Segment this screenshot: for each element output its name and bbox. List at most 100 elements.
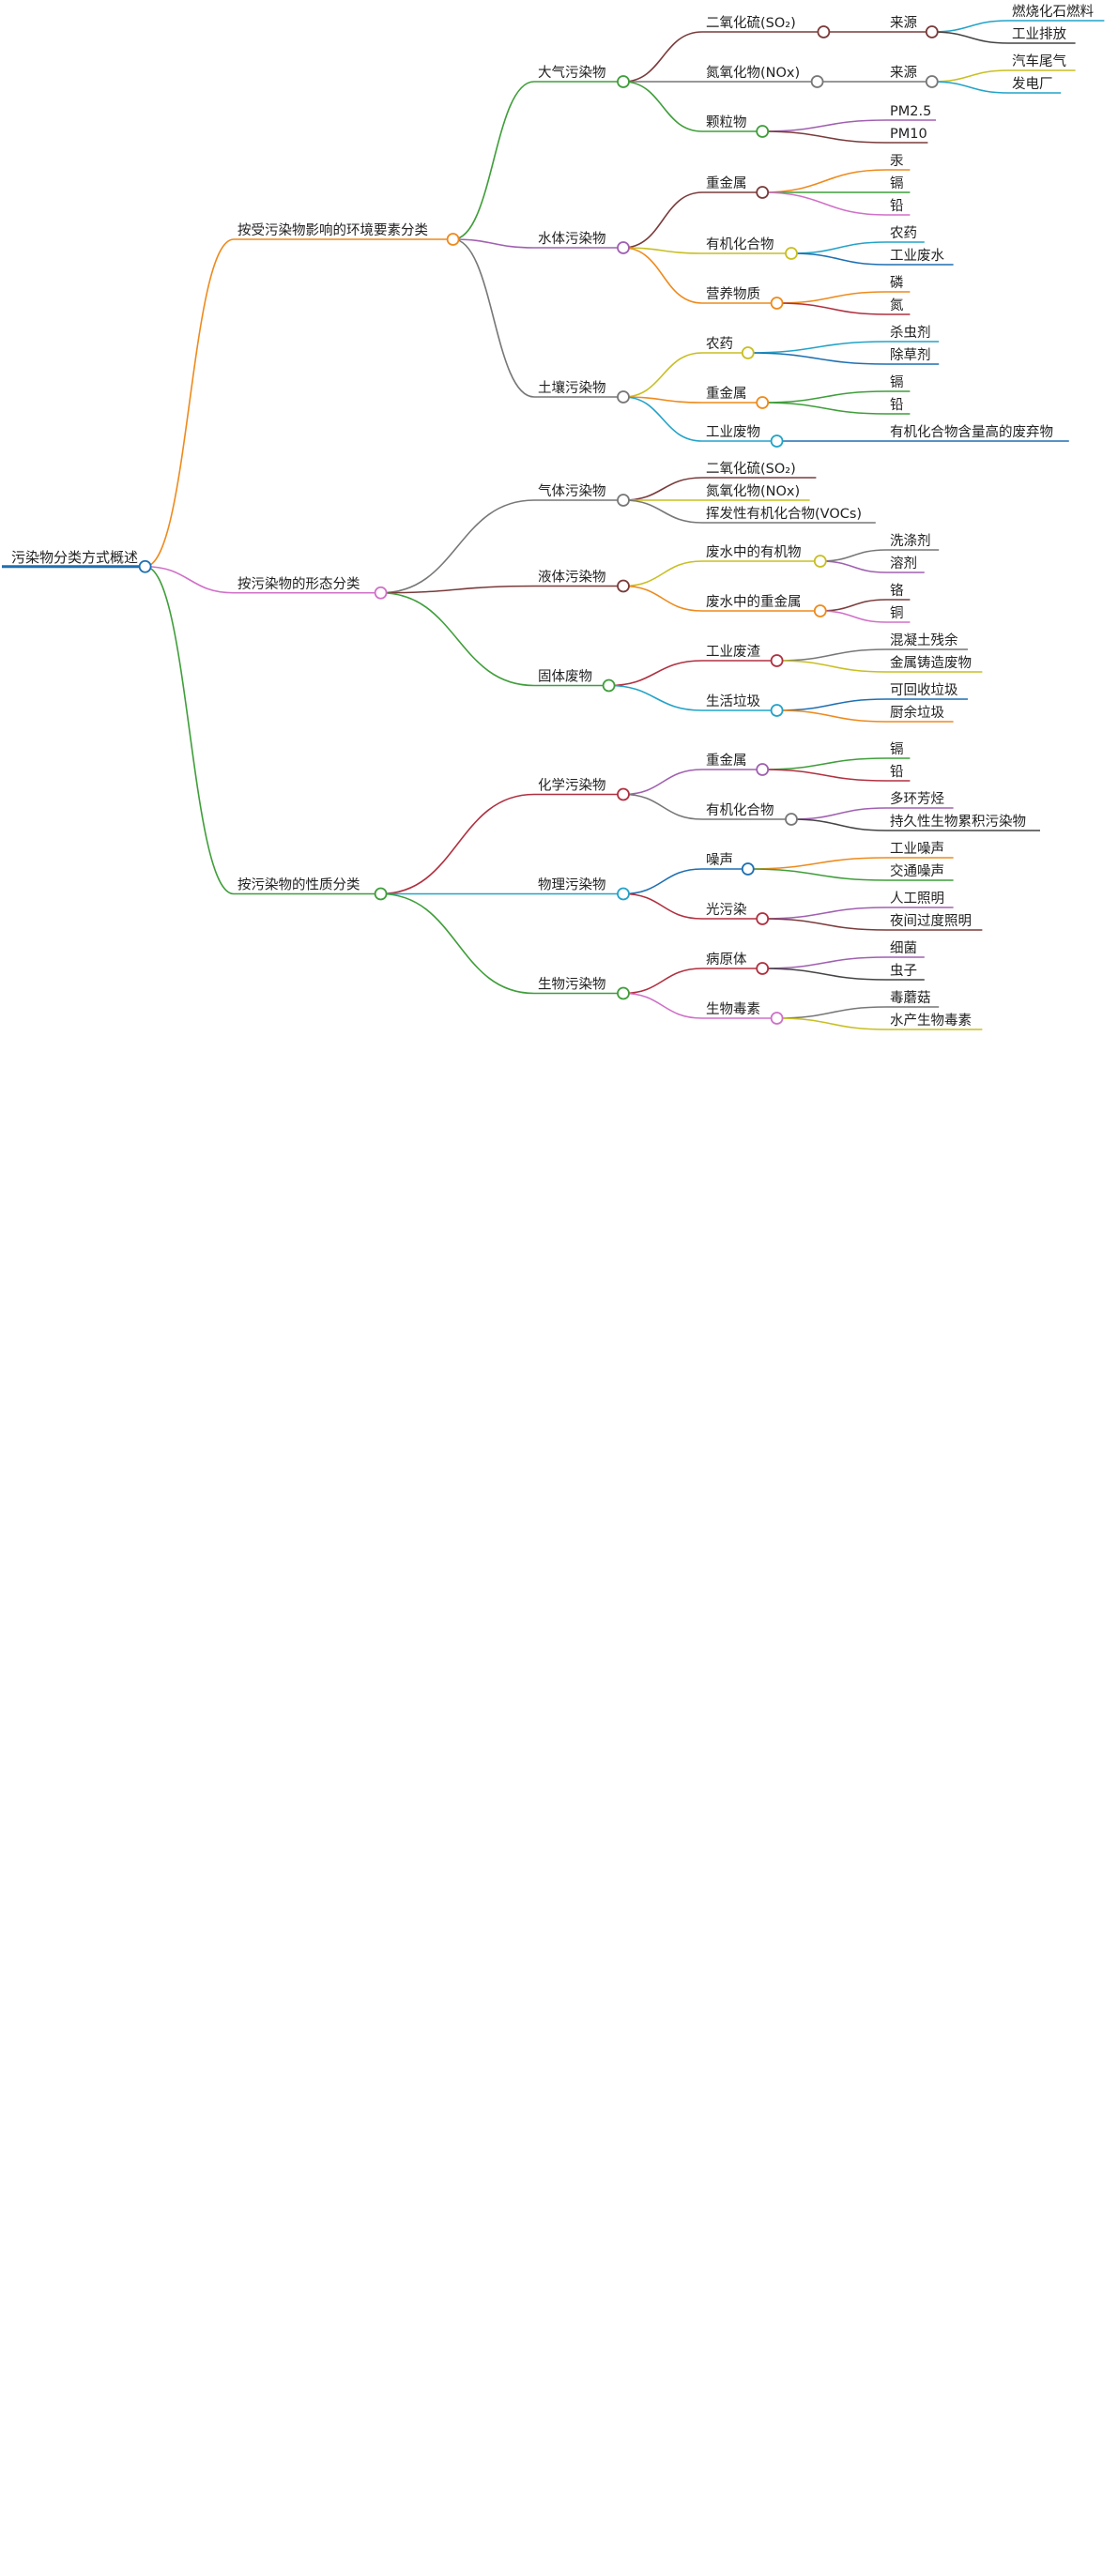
node-root-0-1-0-1[interactable]: 镉 — [886, 175, 911, 193]
node-root-0-2[interactable]: 土壤污染物 — [534, 379, 630, 404]
collapse-toggle-icon[interactable] — [785, 247, 798, 260]
collapse-toggle-icon[interactable] — [810, 75, 824, 88]
collapse-toggle-icon[interactable] — [756, 186, 770, 199]
node-root-2-0-1-0[interactable]: 多环芳烃 — [886, 791, 954, 809]
node-root-0-0-1-0[interactable]: 来源 — [886, 65, 939, 88]
collapse-toggle-icon[interactable] — [617, 787, 630, 801]
node-root-2-2-0-0[interactable]: 细菌 — [886, 940, 925, 958]
node-root-1-2-1[interactable]: 生活垃圾 — [702, 694, 784, 717]
collapse-toggle-icon[interactable] — [741, 346, 755, 359]
node-root-0-1-1-0[interactable]: 农药 — [886, 225, 925, 243]
node-root-1-1-0-0[interactable]: 洗涤剂 — [886, 533, 940, 551]
collapse-toggle-icon[interactable] — [374, 887, 388, 901]
collapse-toggle-icon[interactable] — [138, 559, 152, 573]
node-root-0-0-1[interactable]: 氮氧化物(NOx) — [702, 65, 824, 88]
collapse-toggle-icon[interactable] — [602, 678, 616, 693]
node-root-2-2-1[interactable]: 生物毒素 — [702, 1001, 784, 1025]
collapse-toggle-icon[interactable] — [925, 25, 939, 38]
collapse-toggle-icon[interactable] — [756, 125, 770, 138]
node-root-2-1-1-1[interactable]: 夜间过度照明 — [886, 913, 983, 931]
node-root-1-2-0[interactable]: 工业废渣 — [702, 644, 784, 667]
node-root-2-0-0-1[interactable]: 铅 — [886, 764, 911, 782]
node-root-0[interactable]: 按受污染物影响的环境要素分类 — [234, 221, 460, 246]
collapse-toggle-icon[interactable] — [617, 390, 630, 404]
node-root-0-2-0-1[interactable]: 除草剂 — [886, 347, 940, 365]
collapse-toggle-icon[interactable] — [756, 912, 770, 925]
collapse-toggle-icon[interactable] — [813, 555, 827, 568]
node-root-0-0[interactable]: 大气污染物 — [534, 65, 630, 88]
node-root-0-2-0-0[interactable]: 杀虫剂 — [886, 325, 940, 343]
node-root-0-1-0-2[interactable]: 铅 — [886, 198, 911, 216]
node-root-1-0-1[interactable]: 氮氧化物(NOx) — [702, 483, 810, 501]
collapse-toggle-icon[interactable] — [374, 586, 388, 600]
node-root-0-0-1-0-0[interactable]: 汽车尾气 — [1008, 53, 1076, 71]
node-root-1[interactable]: 按污染物的形态分类 — [234, 576, 388, 600]
node-root-0-1-1[interactable]: 有机化合物 — [702, 236, 798, 260]
node-root-2-1-0[interactable]: 噪声 — [702, 851, 755, 876]
node-root-1-2-0-0[interactable]: 混凝土残余 — [886, 632, 968, 650]
node-root-0-2-2-0[interactable]: 有机化合物含量高的废弃物 — [886, 424, 1069, 442]
node-root-2[interactable]: 按污染物的性质分类 — [234, 877, 388, 901]
node-root[interactable]: 污染物分类方式概述 — [2, 549, 152, 573]
node-root-1-1[interactable]: 液体污染物 — [534, 570, 630, 593]
node-root-0-2-2[interactable]: 工业废物 — [702, 424, 784, 448]
collapse-toggle-icon[interactable] — [617, 579, 630, 593]
collapse-toggle-icon[interactable] — [770, 654, 784, 667]
collapse-toggle-icon[interactable] — [617, 75, 630, 88]
node-root-2-2-0-1[interactable]: 虫子 — [886, 963, 925, 981]
collapse-toggle-icon[interactable] — [617, 241, 630, 254]
collapse-toggle-icon[interactable] — [770, 1012, 784, 1025]
collapse-toggle-icon[interactable] — [756, 962, 770, 975]
collapse-toggle-icon[interactable] — [446, 233, 460, 246]
node-root-1-2-1-0[interactable]: 可回收垃圾 — [886, 682, 968, 700]
node-root-2-1-1-0[interactable]: 人工照明 — [886, 891, 954, 908]
node-root-1-1-0[interactable]: 废水中的有机物 — [702, 544, 827, 568]
collapse-toggle-icon[interactable] — [925, 75, 939, 88]
collapse-toggle-icon[interactable] — [756, 396, 770, 409]
collapse-toggle-icon[interactable] — [756, 763, 770, 776]
node-root-2-2-1-1[interactable]: 水产生物毒素 — [886, 1013, 983, 1030]
node-root-0-2-1-1[interactable]: 铅 — [886, 397, 911, 415]
collapse-toggle-icon[interactable] — [741, 862, 755, 876]
node-root-2-1[interactable]: 物理污染物 — [534, 877, 630, 901]
node-root-0-0-0[interactable]: 二氧化硫(SO₂) — [702, 15, 831, 38]
node-root-0-0-0-0-1[interactable]: 工业排放 — [1008, 26, 1076, 44]
node-root-0-1-0-0[interactable]: 汞 — [886, 154, 911, 171]
collapse-toggle-icon[interactable] — [770, 297, 784, 310]
collapse-toggle-icon[interactable] — [770, 434, 784, 448]
node-root-1-2-1-1[interactable]: 厨余垃圾 — [886, 704, 954, 723]
node-root-0-2-1[interactable]: 重金属 — [702, 386, 770, 409]
collapse-toggle-icon[interactable] — [617, 887, 630, 901]
node-root-2-0[interactable]: 化学污染物 — [534, 778, 630, 801]
node-root-0-2-0[interactable]: 农药 — [702, 336, 755, 359]
collapse-toggle-icon[interactable] — [813, 604, 827, 617]
node-root-0-1-2[interactable]: 营养物质 — [702, 286, 784, 310]
node-root-1-1-0-1[interactable]: 溶剂 — [886, 556, 925, 573]
node-root-0-1-2-0[interactable]: 磷 — [886, 275, 911, 293]
node-root-2-1-0-1[interactable]: 交通噪声 — [886, 862, 954, 881]
node-root-1-1-1-0[interactable]: 铬 — [886, 583, 911, 601]
node-root-0-1-0[interactable]: 重金属 — [702, 175, 770, 199]
node-root-0-2-1-0[interactable]: 镉 — [886, 374, 911, 392]
node-root-2-1-0-0[interactable]: 工业噪声 — [886, 840, 954, 859]
node-root-1-1-1-1[interactable]: 铜 — [886, 605, 911, 623]
node-root-2-0-1-1[interactable]: 持久性生物累积污染物 — [886, 814, 1040, 831]
node-root-2-1-1[interactable]: 光污染 — [702, 902, 770, 925]
node-root-2-0-0-0[interactable]: 镉 — [886, 741, 911, 759]
node-root-1-0[interactable]: 气体污染物 — [534, 483, 630, 507]
node-root-1-0-0[interactable]: 二氧化硫(SO₂) — [702, 461, 817, 479]
node-root-0-0-0-0-0[interactable]: 燃烧化石燃料 — [1008, 3, 1105, 22]
node-root-1-2[interactable]: 固体废物 — [534, 669, 616, 693]
node-root-0-1[interactable]: 水体污染物 — [534, 231, 630, 254]
node-root-0-0-1-0-1[interactable]: 发电厂 — [1008, 76, 1062, 94]
node-root-0-1-1-1[interactable]: 工业废水 — [886, 248, 954, 266]
node-root-0-0-2-0[interactable]: PM2.5 — [886, 104, 936, 121]
node-root-0-1-2-1[interactable]: 氮 — [886, 297, 911, 315]
collapse-toggle-icon[interactable] — [817, 25, 831, 38]
node-root-0-0-0-0[interactable]: 来源 — [886, 15, 939, 38]
collapse-toggle-icon[interactable] — [785, 813, 798, 826]
collapse-toggle-icon[interactable] — [617, 494, 630, 507]
node-root-2-2-0[interactable]: 病原体 — [702, 952, 770, 975]
node-root-2-2-1-0[interactable]: 毒蘑菇 — [886, 990, 940, 1008]
node-root-2-2[interactable]: 生物污染物 — [534, 977, 630, 1000]
